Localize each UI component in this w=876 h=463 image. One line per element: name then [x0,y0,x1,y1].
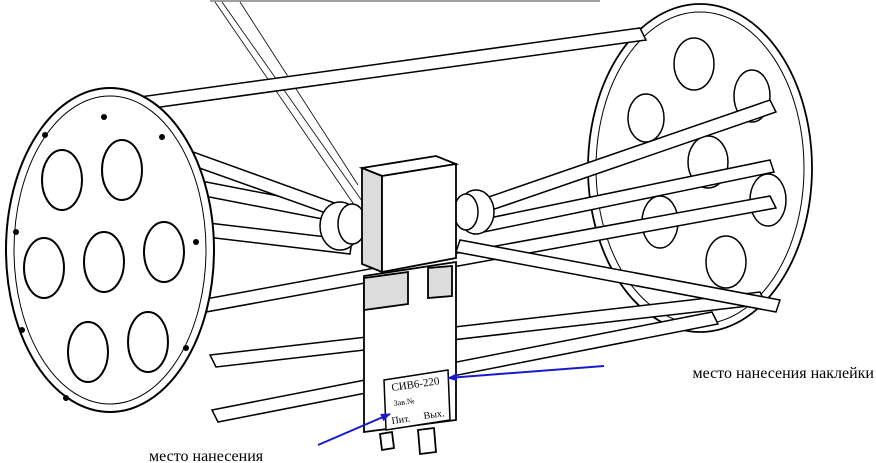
left-disc-bolts [13,114,199,401]
device-input-label: Пит. [391,413,411,426]
frame-rods [102,27,781,423]
device-serial-label: Зав.№ [393,396,415,408]
device-output-label: Вых. [423,408,445,422]
guide-lines [210,0,600,263]
sticker-callout-arrow [447,365,605,382]
marking-callout-label: место нанесения [149,448,264,463]
device-label-plate: СИВ6-220 Зав.№ Пит. Вых. [383,369,451,431]
left-disc [5,87,215,413]
sticker-callout-label: место нанесения наклейки [692,365,874,382]
callout-arrows [317,365,605,446]
marking-callout-arrow [317,413,391,446]
left-disc-holes [23,139,185,383]
